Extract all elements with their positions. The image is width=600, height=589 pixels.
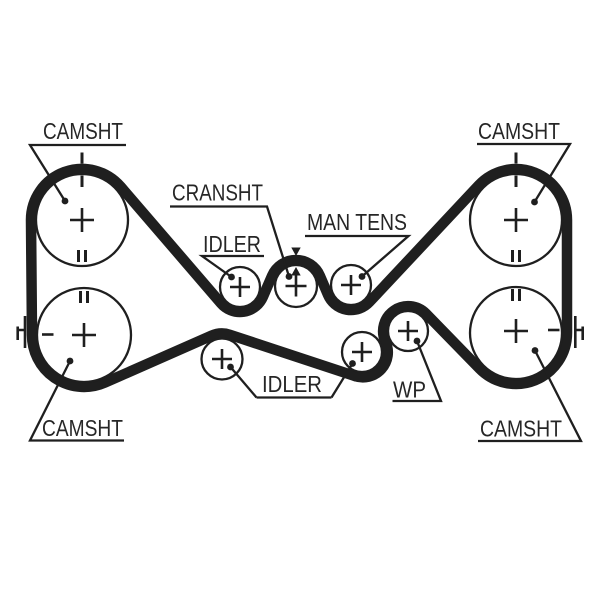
- leader-dot: [413, 337, 421, 345]
- camshaft-pulley-top-left: [34, 172, 130, 268]
- plus-icon: [285, 275, 307, 297]
- left-alignment-bracket-icon: [16, 316, 27, 348]
- leader-dot: [349, 360, 356, 367]
- arrow-down-icon: [291, 247, 301, 256]
- label-text: CAMSHT: [480, 416, 562, 442]
- label-text: IDLER: [203, 231, 261, 257]
- label-text: WP: [393, 377, 426, 403]
- label-camshaft-bottom-left: CAMSHT: [28, 357, 124, 442]
- leader-line: [28, 360, 124, 442]
- double-bar-icon: [511, 250, 521, 262]
- manual-tensioner-pulley: [329, 263, 373, 307]
- leader-line: [170, 205, 291, 277]
- leader-dot: [531, 198, 538, 206]
- leader-line: [477, 142, 573, 203]
- leader-line: [330, 362, 354, 399]
- idler-pulley-top: [218, 265, 262, 309]
- camshaft-pulley-bottom-right: [468, 285, 564, 381]
- leader-dot: [358, 273, 366, 280]
- water-pump-pulley: [386, 309, 430, 353]
- double-bar-timing-marks: [77, 250, 521, 303]
- leader-line: [392, 340, 443, 403]
- leader-dot: [66, 357, 74, 365]
- camshaft-pulley-bottom-left: [35, 286, 133, 384]
- idler-pulley-bottom-right: [340, 330, 384, 374]
- label-text: CAMSHT: [478, 118, 560, 144]
- dashed-timing-marks: [80, 152, 518, 187]
- plus-icon: [70, 208, 94, 232]
- leader-dot: [531, 347, 539, 354]
- minus-marks: [42, 328, 560, 336]
- label-text: MAN TENS: [307, 209, 407, 235]
- label-camshaft-top-left: CAMSHT: [27, 118, 126, 205]
- label-camshaft-top-right: CAMSHT: [477, 118, 573, 206]
- plus-icon: [504, 208, 528, 232]
- double-bar-icon: [79, 291, 89, 303]
- crankshaft-pulley: [273, 263, 319, 309]
- plus-icon: [504, 319, 528, 343]
- plus-icon: [398, 321, 418, 341]
- leader-line: [198, 254, 264, 278]
- leader-line: [27, 143, 126, 202]
- label-idler-top: IDLER: [198, 231, 264, 281]
- plus-icon: [230, 277, 250, 297]
- plus-marks: [70, 208, 528, 369]
- right-alignment-bracket-icon: [574, 316, 584, 348]
- plus-icon: [212, 349, 232, 369]
- camshaft-pulley-top-right: [468, 172, 564, 268]
- label-text: CAMSHT: [42, 415, 123, 441]
- leader-dot: [227, 363, 234, 371]
- label-manual-tensioner: MAN TENS: [305, 209, 412, 280]
- label-water-pump: WP: [392, 337, 443, 403]
- plus-icon: [352, 342, 372, 362]
- leader-line: [305, 234, 412, 278]
- label-camshaft-bottom-right: CAMSHT: [478, 347, 583, 443]
- idler-pulley-bottom-left: [200, 337, 244, 381]
- double-bar-icon: [511, 289, 521, 301]
- arrow-up-icon: [291, 267, 301, 276]
- timing-belt: [25, 163, 573, 393]
- label-text: IDLER: [262, 371, 322, 397]
- leader-dot: [61, 197, 69, 205]
- label-crankshaft: CRANSHT: [170, 180, 293, 280]
- leader-dot: [228, 273, 235, 281]
- label-text: CRANSHT: [172, 180, 263, 206]
- label-text: CAMSHT: [43, 118, 123, 144]
- label-idler-bottom: IDLER: [227, 360, 356, 399]
- leader-dot: [285, 273, 293, 280]
- plus-icon: [341, 275, 361, 295]
- leader-line: [229, 366, 258, 399]
- plus-icon: [72, 323, 96, 347]
- leader-line: [478, 349, 583, 443]
- double-bar-icon: [77, 250, 87, 262]
